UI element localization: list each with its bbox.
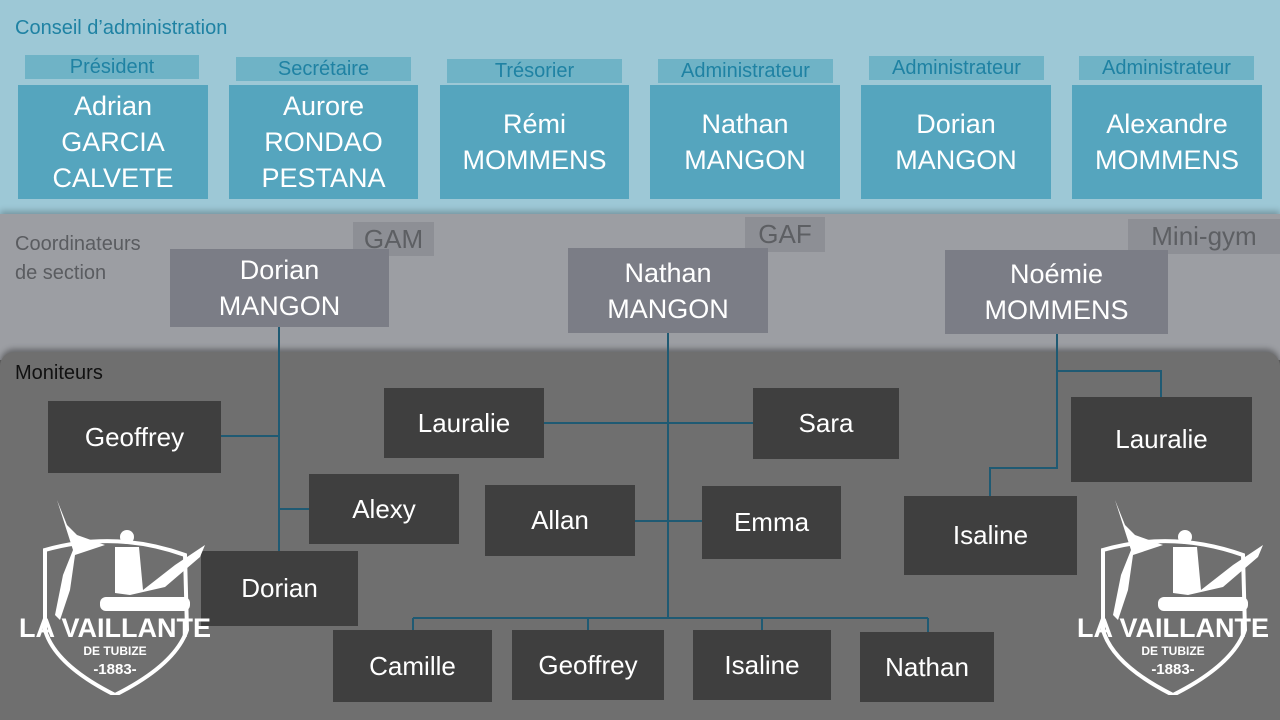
monitor-box: Lauralie [1071,397,1252,482]
section-tag-minigym: Mini-gym [1128,219,1280,254]
monitor-box: Geoffrey [512,630,664,700]
board-band [0,0,1280,218]
coordinator-box-gam: Dorian MANGON [170,249,389,327]
monitor-box: Isaline [904,496,1077,575]
logo-name: LA VAILLANTE [1077,613,1269,643]
coordinator-box-gaf: Nathan MANGON [568,248,768,333]
logo-subtitle: DE TUBIZE [1141,644,1204,658]
role-label-president: Président [25,55,199,79]
monitor-box: Nathan [860,632,994,702]
monitor-box: Allan [485,485,635,556]
role-label-admin: Administrateur [1079,56,1254,80]
board-member-box: Aurore RONDAO PESTANA [229,85,418,199]
section-title-monitors: Moniteurs [15,362,103,384]
club-logo: LA VAILLANTE DE TUBIZE -1883- [1077,500,1269,695]
board-member-box: Nathan MANGON [650,85,840,199]
logo-name: LA VAILLANTE [19,613,211,643]
coordinator-box-minigym: Noémie MOMMENS [945,250,1168,334]
logo-year: -1883- [1151,661,1194,678]
role-label-admin: Administrateur [869,56,1044,80]
monitor-box: Dorian [201,551,358,626]
section-tag-gaf: GAF [745,217,825,252]
board-member-box: Dorian MANGON [861,85,1051,199]
role-label-admin: Administrateur [658,59,833,83]
monitor-box: Emma [702,486,841,559]
section-title-coordinators: Coordinateurs de section [15,233,141,284]
board-member-box: Rémi MOMMENS [440,85,629,199]
role-label-secretary: Secrétaire [236,57,411,81]
logo-subtitle: DE TUBIZE [83,644,146,658]
board-member-box: Adrian GARCIA CALVETE [18,85,208,199]
monitor-box: Isaline [693,630,831,700]
monitor-box: Lauralie [384,388,544,458]
monitor-box: Geoffrey [48,401,221,473]
monitor-box: Camille [333,630,492,702]
role-label-treasurer: Trésorier [447,59,622,83]
board-member-box: Alexandre MOMMENS [1072,85,1262,199]
section-title-board: Conseil d’administration [15,17,228,39]
section-tag-gam: GAM [353,222,434,256]
club-logo: LA VAILLANTE DE TUBIZE -1883- [19,500,211,695]
monitor-box: Alexy [309,474,459,544]
monitor-box: Sara [753,388,899,459]
logo-year: -1883- [93,661,136,678]
